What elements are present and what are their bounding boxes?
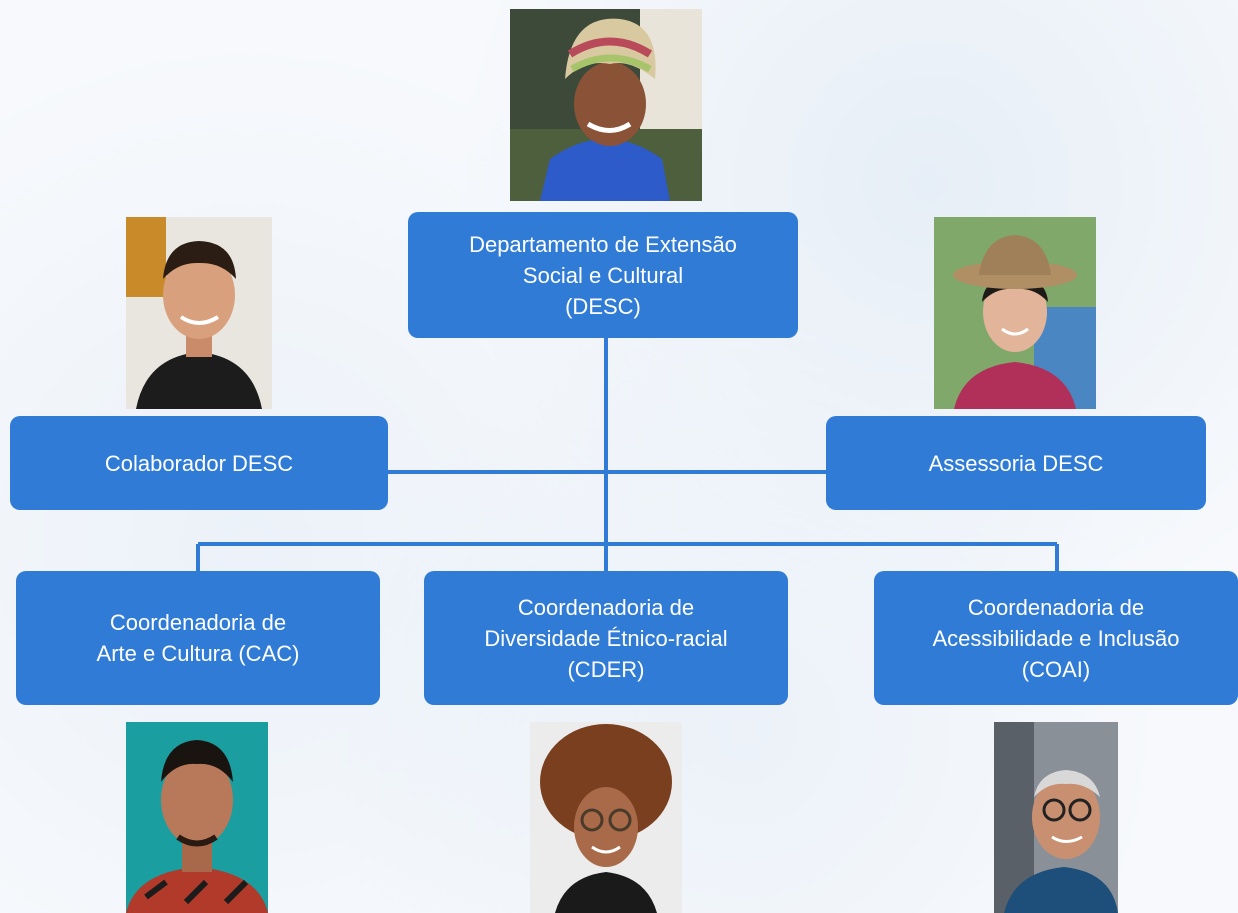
photo-desc-head bbox=[510, 9, 702, 201]
box-coai: Coordenadoria de Acessibilidade e Inclus… bbox=[874, 571, 1238, 705]
box-cder: Coordenadoria de Diversidade Étnico-raci… bbox=[424, 571, 788, 705]
box-desc: Departamento de Extensão Social e Cultur… bbox=[408, 212, 798, 338]
box-colaborador: Colaborador DESC bbox=[10, 416, 388, 510]
photo-cac bbox=[126, 722, 268, 913]
photo-coai bbox=[994, 722, 1118, 913]
photo-assessoria bbox=[934, 217, 1096, 409]
photo-colaborador bbox=[126, 217, 272, 409]
box-cac: Coordenadoria de Arte e Cultura (CAC) bbox=[16, 571, 380, 705]
box-assessoria: Assessoria DESC bbox=[826, 416, 1206, 510]
photo-cder bbox=[530, 722, 682, 913]
